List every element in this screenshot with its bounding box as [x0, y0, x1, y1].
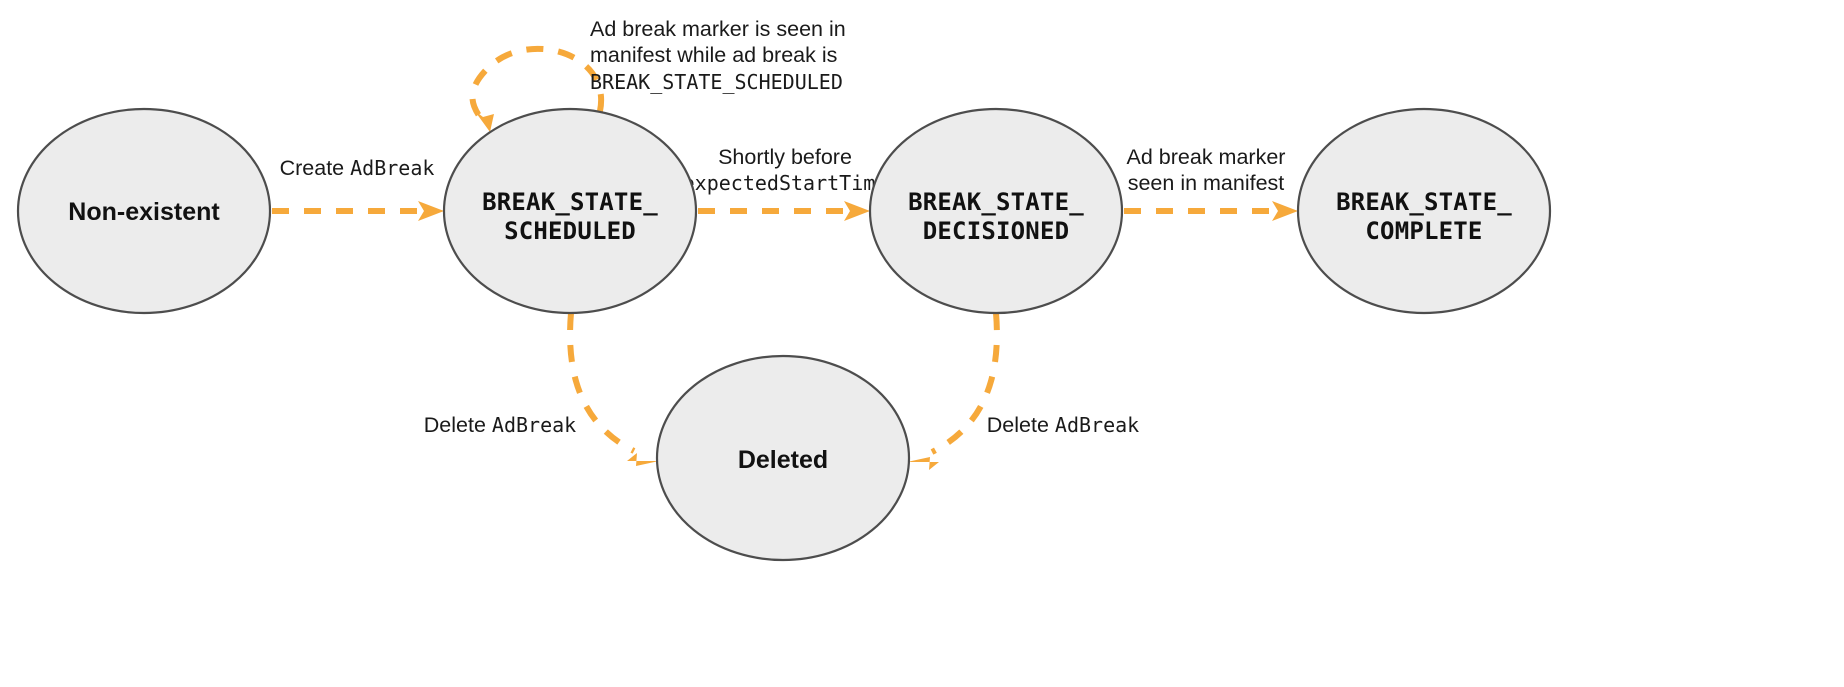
edge-scheduled-self-loop: Ad break marker is seen in manifest whil… [469, 17, 846, 132]
edge-create-adbreak-label: Create AdBreak [280, 156, 435, 180]
edge-decisioned-to-deleted-label: Delete AdBreak [987, 413, 1139, 437]
edge-decisioned-to-deleted-label-plain: Delete [987, 413, 1055, 437]
node-deleted-label: Deleted [738, 446, 828, 474]
edge-decisioned-to-complete-label-line1: Ad break marker [1127, 145, 1286, 169]
edge-decisioned-to-deleted-label-mono: AdBreak [1055, 413, 1139, 437]
node-break-state-complete-label-line2: COMPLETE [1365, 217, 1482, 245]
edge-scheduled-self-loop-arrowhead [474, 110, 494, 132]
edge-create-adbreak-label-mono: AdBreak [350, 156, 434, 180]
node-deleted-shape[interactable] [655, 354, 911, 562]
node-non-existent-label: Non-existent [68, 198, 220, 226]
edge-scheduled-to-deleted-label-plain: Delete [424, 413, 492, 437]
edge-decisioned-to-complete-label-line2: seen in manifest [1128, 171, 1285, 195]
node-break-state-decisioned-label-line2: DECISIONED [923, 217, 1070, 245]
edge-scheduled-to-deleted-label: Delete AdBreak [424, 413, 576, 437]
edge-decisioned-to-complete-arrowhead [1272, 201, 1298, 221]
edge-scheduled-to-deleted-path [567, 312, 636, 454]
edge-scheduled-to-deleted: Delete AdBreak [424, 312, 659, 466]
edge-scheduled-self-loop-label-line2: manifest while ad break is [590, 43, 837, 67]
node-break-state-complete[interactable]: BREAK_STATE_ COMPLETE [1296, 107, 1552, 315]
edge-scheduled-to-decisioned-label-line1: Shortly before [718, 145, 852, 169]
edge-scheduled-to-decisioned-arrowhead [844, 201, 870, 221]
edge-decisioned-to-deleted: Delete AdBreak [907, 312, 1139, 470]
edge-decisioned-to-deleted-arrowhead [907, 457, 939, 470]
edge-decisioned-to-deleted-path [930, 312, 1000, 455]
edge-scheduled-to-decisioned: Shortly before expectedStartTime [683, 145, 888, 221]
node-break-state-complete-shape[interactable] [1296, 107, 1552, 315]
edge-create-adbreak-arrowhead [418, 201, 444, 221]
edge-scheduled-to-deleted-label-mono: AdBreak [492, 413, 576, 437]
node-break-state-complete-label-line1: BREAK_STATE_ [1336, 188, 1512, 216]
edge-decisioned-to-complete: Ad break marker seen in manifest [1124, 145, 1298, 221]
node-non-existent[interactable]: Non-existent [16, 107, 272, 315]
edge-scheduled-to-deleted-arrowhead [627, 453, 659, 466]
edge-create-adbreak: Create AdBreak [272, 156, 444, 221]
edge-scheduled-to-decisioned-label-mono: expectedStartTime [683, 171, 888, 195]
node-non-existent-shape[interactable] [16, 107, 272, 315]
node-break-state-decisioned-shape[interactable] [868, 107, 1124, 315]
node-break-state-scheduled-shape[interactable] [442, 107, 698, 315]
edge-scheduled-self-loop-label-mono: BREAK_STATE_SCHEDULED [590, 70, 843, 94]
node-break-state-scheduled-label-line2: SCHEDULED [504, 217, 636, 245]
node-break-state-scheduled-label-line1: BREAK_STATE_ [482, 188, 658, 216]
node-deleted[interactable]: Deleted [655, 354, 911, 562]
edge-create-adbreak-label-plain: Create [280, 156, 351, 180]
edge-scheduled-self-loop-path [469, 45, 605, 119]
node-break-state-decisioned[interactable]: BREAK_STATE_ DECISIONED [868, 107, 1124, 315]
edge-scheduled-self-loop-label-line1: Ad break marker is seen in [590, 17, 846, 41]
node-break-state-decisioned-label-line1: BREAK_STATE_ [908, 188, 1084, 216]
node-break-state-scheduled[interactable]: BREAK_STATE_ SCHEDULED [442, 107, 698, 315]
